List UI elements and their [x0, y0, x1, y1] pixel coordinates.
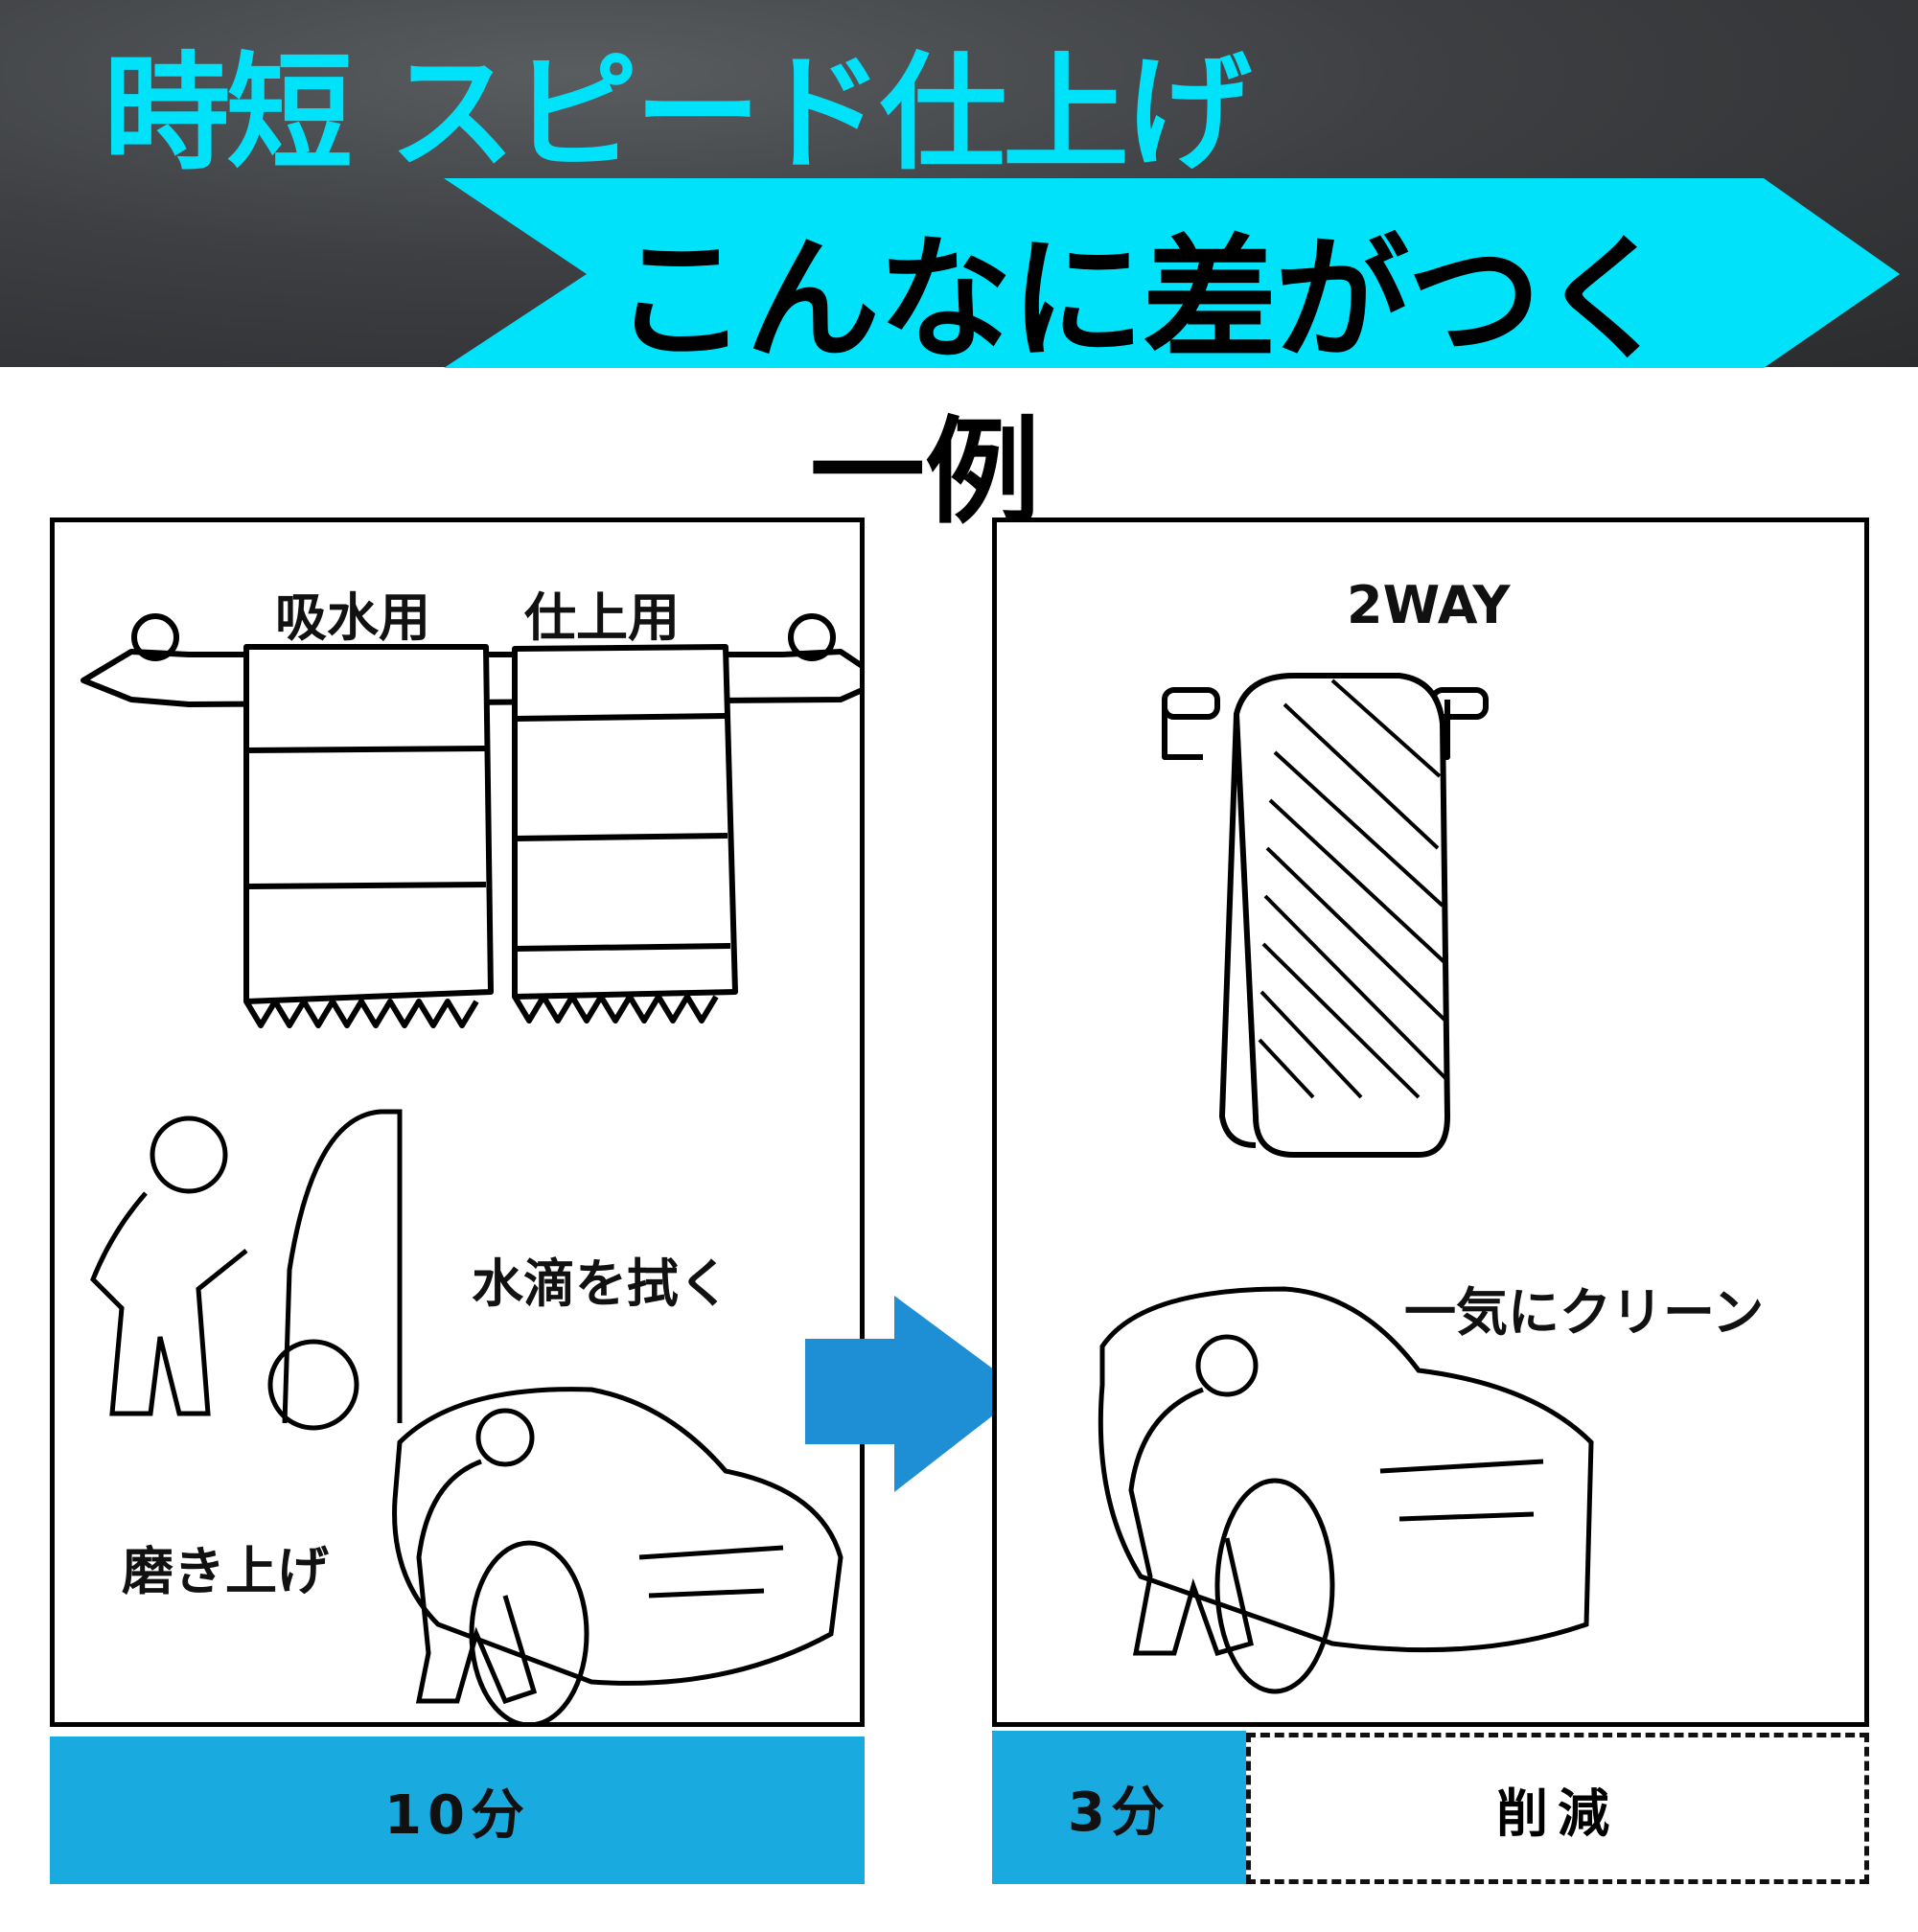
towel-label-absorb: 吸水用	[275, 587, 430, 648]
step-clean-label: 一気にクリーン	[1404, 1282, 1765, 1343]
person-polishing-car-illustration	[392, 1387, 843, 1722]
before-time: 10分	[384, 1783, 530, 1847]
person-cleaning-car-illustration	[1098, 1286, 1594, 1694]
before-time-bar: 10分	[50, 1736, 865, 1884]
step-wipe-label: 水滴を拭く	[472, 1254, 730, 1314]
after-time-bar: 3分	[992, 1731, 1246, 1884]
towel-label-finish: 仕上用	[524, 587, 680, 648]
2way-label: 2WAY	[1347, 575, 1511, 635]
headline: 時短 スピード仕上げ	[104, 40, 1252, 188]
reduction-label: 削減	[1496, 1782, 1619, 1844]
right-arrow-icon	[805, 1296, 1024, 1492]
reduction-box: 削減	[1246, 1733, 1869, 1884]
before-panel: 吸水用 仕上用 水滴を拭く 磨き上げ	[50, 518, 865, 1727]
after-panel: 2WAY 一気にクリーン	[992, 518, 1869, 1727]
two-towels-illustration	[81, 613, 860, 1028]
step-polish-label: 磨き上げ	[122, 1541, 329, 1601]
example-title: 一例	[810, 406, 1040, 540]
cyan-ribbon	[444, 178, 1900, 368]
after-time: 3分	[1068, 1781, 1170, 1844]
2way-towel-illustration	[1162, 673, 1489, 1158]
subheadline: こんなに差がつく	[613, 222, 1674, 379]
person-wiping-car-illustration	[90, 1109, 403, 1431]
